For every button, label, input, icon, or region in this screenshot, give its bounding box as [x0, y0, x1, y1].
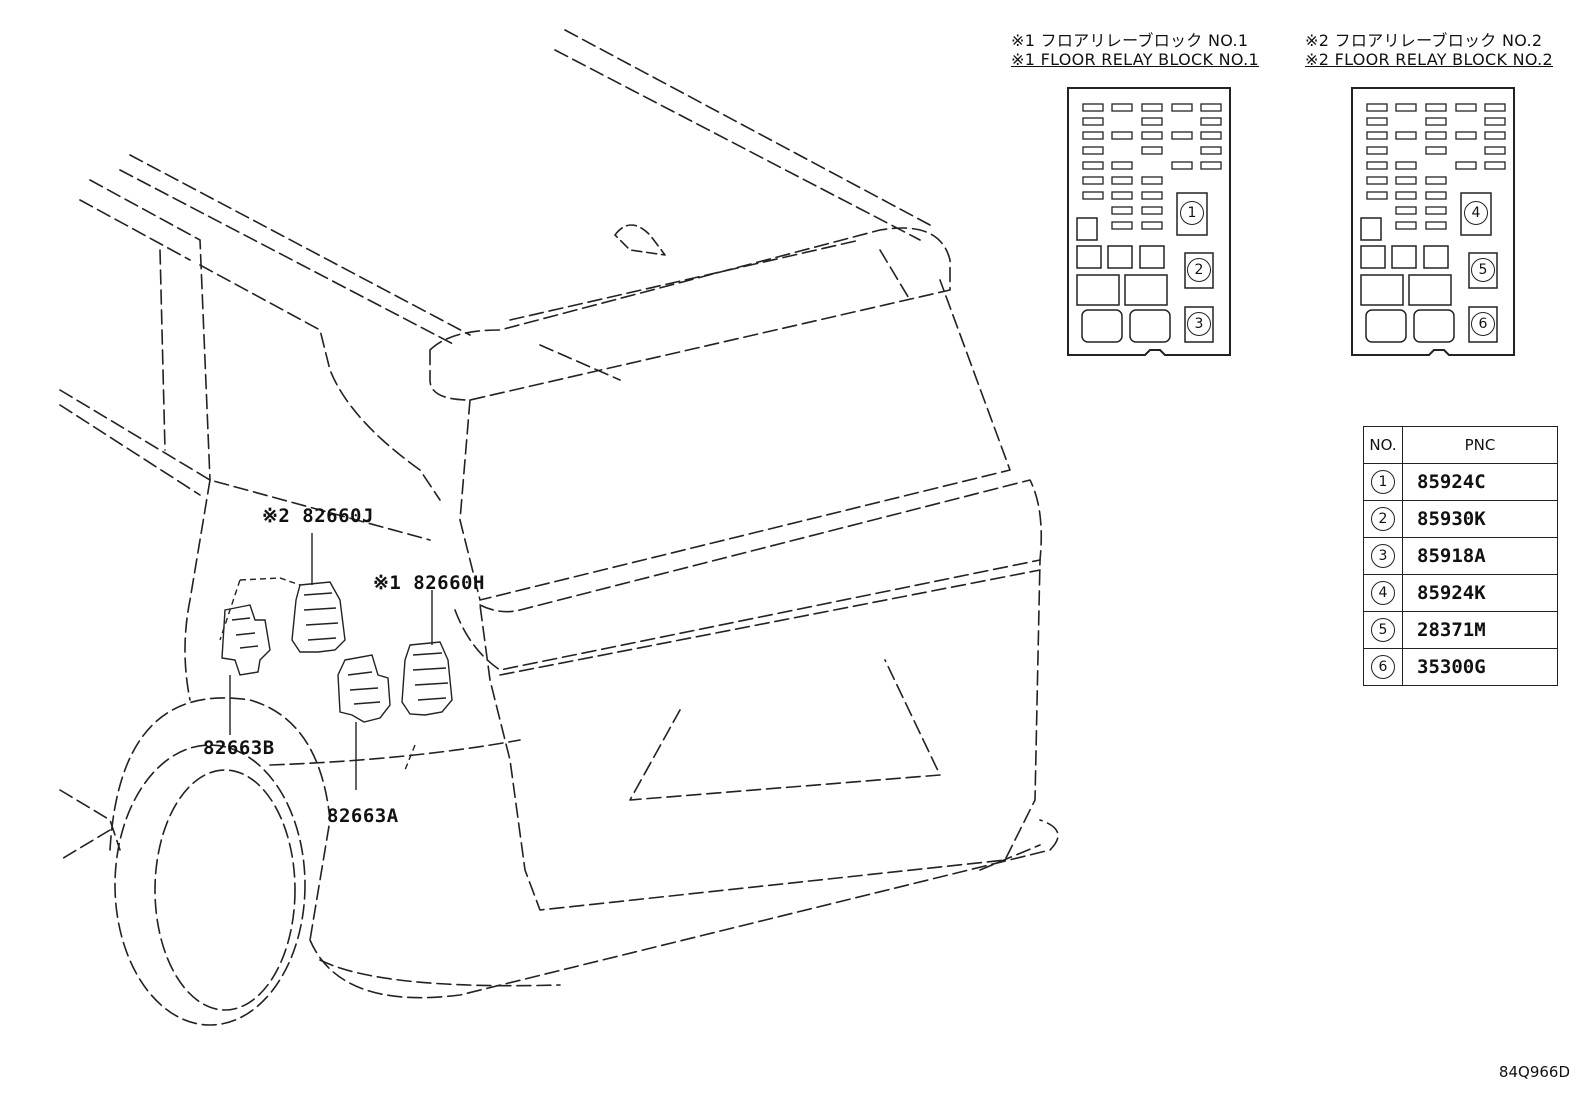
block2-position-6: 6 [1471, 312, 1495, 336]
pnc-table: NO. PNC 1 85924C 2 85930K 3 85918A 4 859… [1363, 426, 1558, 686]
row-pnc: 85924K [1402, 574, 1558, 612]
block1-title-jp: ※1 フロアリレーブロック NO.1 [1011, 31, 1249, 50]
block1-position-2: 2 [1187, 258, 1211, 282]
header-no: NO. [1363, 426, 1403, 464]
table-row: 5 28371M [1363, 611, 1558, 649]
table-row: 3 85918A [1363, 537, 1558, 575]
block2-position-4: 4 [1464, 201, 1488, 225]
header-pnc: PNC [1402, 426, 1558, 464]
floor-relay-block-2-diagram [1351, 87, 1515, 356]
row-pnc: 85924C [1402, 463, 1558, 501]
table-row: 1 85924C [1363, 463, 1558, 501]
table-row: 4 85924K [1363, 574, 1558, 612]
floor-relay-block-1-diagram [1067, 87, 1231, 356]
block1-position-3: 3 [1187, 312, 1211, 336]
row-no: 3 [1371, 544, 1395, 568]
drawing-id: 84Q966D [1498, 1063, 1570, 1081]
block1-position-1: 1 [1180, 201, 1204, 225]
part-sketches [221, 581, 453, 723]
row-no: 6 [1371, 655, 1395, 679]
block2-title-jp: ※2 フロアリレーブロック NO.2 [1305, 31, 1543, 50]
pnc-table-header: NO. PNC [1363, 426, 1558, 464]
row-pnc: 85930K [1402, 500, 1558, 538]
callout-82663B: 82663B [203, 737, 275, 759]
row-no: 4 [1371, 581, 1395, 605]
block2-position-5: 5 [1471, 258, 1495, 282]
row-no: 2 [1371, 507, 1395, 531]
table-row: 6 35300G [1363, 648, 1558, 686]
block2-title-en: ※2 FLOOR RELAY BLOCK NO.2 [1305, 50, 1554, 69]
row-pnc: 28371M [1402, 611, 1558, 649]
block1-title-en: ※1 FLOOR RELAY BLOCK NO.1 [1011, 50, 1260, 69]
callout-82660H: ※1 82660H [373, 572, 485, 594]
row-pnc: 35300G [1402, 648, 1558, 686]
row-pnc: 85918A [1402, 537, 1558, 575]
callout-82663A: 82663A [327, 805, 399, 827]
row-no: 1 [1371, 470, 1395, 494]
callout-82660J: ※2 82660J [262, 505, 374, 527]
table-row: 2 85930K [1363, 500, 1558, 538]
leader-lines [219, 533, 433, 790]
row-no: 5 [1371, 618, 1395, 642]
